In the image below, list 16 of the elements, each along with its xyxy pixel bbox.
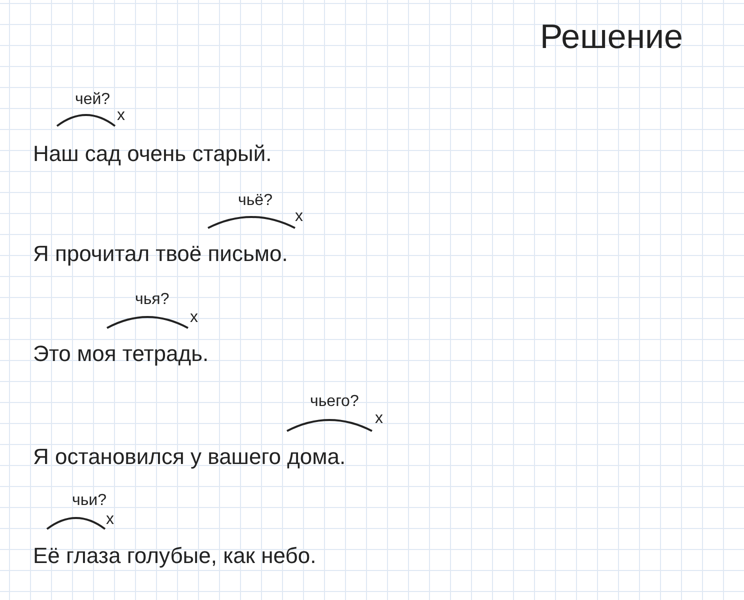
question-word: чьё? (238, 193, 272, 209)
question-word: чьи? (72, 493, 107, 509)
main-word-mark: х (295, 209, 303, 225)
title: Решение (540, 20, 683, 54)
main-word-mark: х (117, 108, 125, 124)
sentence: Это моя тетрадь. (33, 343, 209, 365)
sentence: Наш сад очень старый. (33, 143, 272, 165)
sentence: Я остановился у вашего дома. (33, 446, 346, 468)
main-word-mark: х (375, 411, 383, 427)
question-word: чей? (75, 92, 110, 108)
question-word: чьего? (310, 394, 359, 410)
sentence: Я прочитал твоё письмо. (33, 243, 288, 265)
main-word-mark: х (106, 512, 114, 528)
main-word-mark: х (190, 310, 198, 326)
question-word: чья? (135, 292, 170, 308)
sentence: Её глаза голубые, как небо. (33, 545, 316, 567)
